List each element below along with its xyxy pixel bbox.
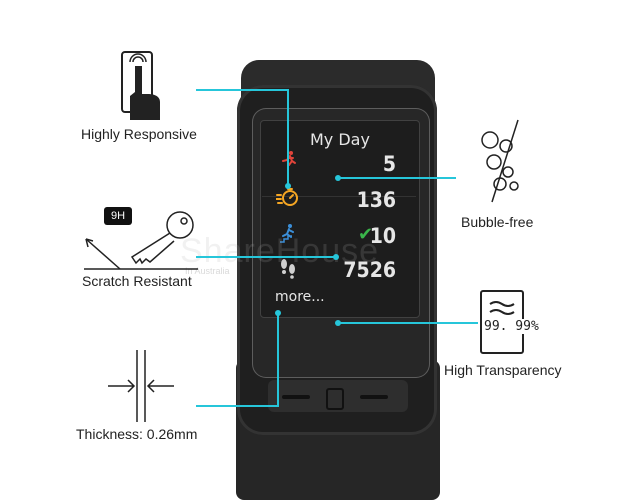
stairs-climber-icon — [279, 223, 297, 248]
running-person-icon — [280, 150, 298, 173]
watermark: ShareHouse — [180, 232, 380, 270]
watch-center-button — [326, 388, 344, 410]
callout-line-scratch — [196, 256, 336, 258]
feature-label-thickness: Thickness: 0.26mm — [76, 426, 198, 442]
callout-line-thickness-rise — [277, 312, 279, 407]
stopwatch-icon — [275, 187, 300, 212]
step-count-value: 7526 — [343, 258, 396, 282]
callout-dot-bubble — [335, 175, 341, 181]
watch-left-button — [282, 395, 310, 399]
watch-right-button — [360, 395, 388, 399]
feature-label-bubble: Bubble-free — [461, 214, 534, 230]
callout-line-responsive-drop — [287, 89, 289, 185]
footsteps-icon — [278, 257, 298, 284]
active-minutes-value: 136 — [356, 188, 396, 212]
steps-goal-value: 5 — [382, 152, 396, 176]
more-link: more... — [275, 289, 325, 305]
callout-dot-transparency — [335, 320, 341, 326]
feature-label-transparency: High Transparency — [444, 362, 562, 378]
floors-value: 10 — [369, 224, 396, 248]
thickness-arrows-icon — [106, 348, 176, 429]
callout-dot-responsive — [285, 183, 291, 189]
transparency-value: 99. 99% — [484, 319, 539, 334]
callout-line-responsive — [196, 89, 288, 91]
callout-line-transparency — [338, 322, 478, 324]
callout-dot-scratch — [333, 254, 339, 260]
watch-screen — [260, 120, 420, 318]
bubbles-crossed-icon — [474, 118, 530, 209]
touch-finger-icon — [118, 48, 172, 127]
watermark-sub: In Australia — [185, 266, 230, 276]
check-icon: ✔ — [358, 224, 374, 244]
scratch-key-icon — [80, 205, 200, 278]
screen-title: My Day — [310, 130, 370, 149]
callout-line-bubble — [338, 177, 456, 179]
callout-dot-thickness — [275, 310, 281, 316]
screen-divider — [262, 196, 416, 197]
callout-line-thickness — [196, 405, 278, 407]
hardness-badge: 9H — [104, 207, 132, 225]
feature-label-scratch: Scratch Resistant — [82, 273, 192, 289]
screen-protector-film — [252, 108, 430, 378]
feature-label-responsive: Highly Responsive — [81, 126, 197, 142]
